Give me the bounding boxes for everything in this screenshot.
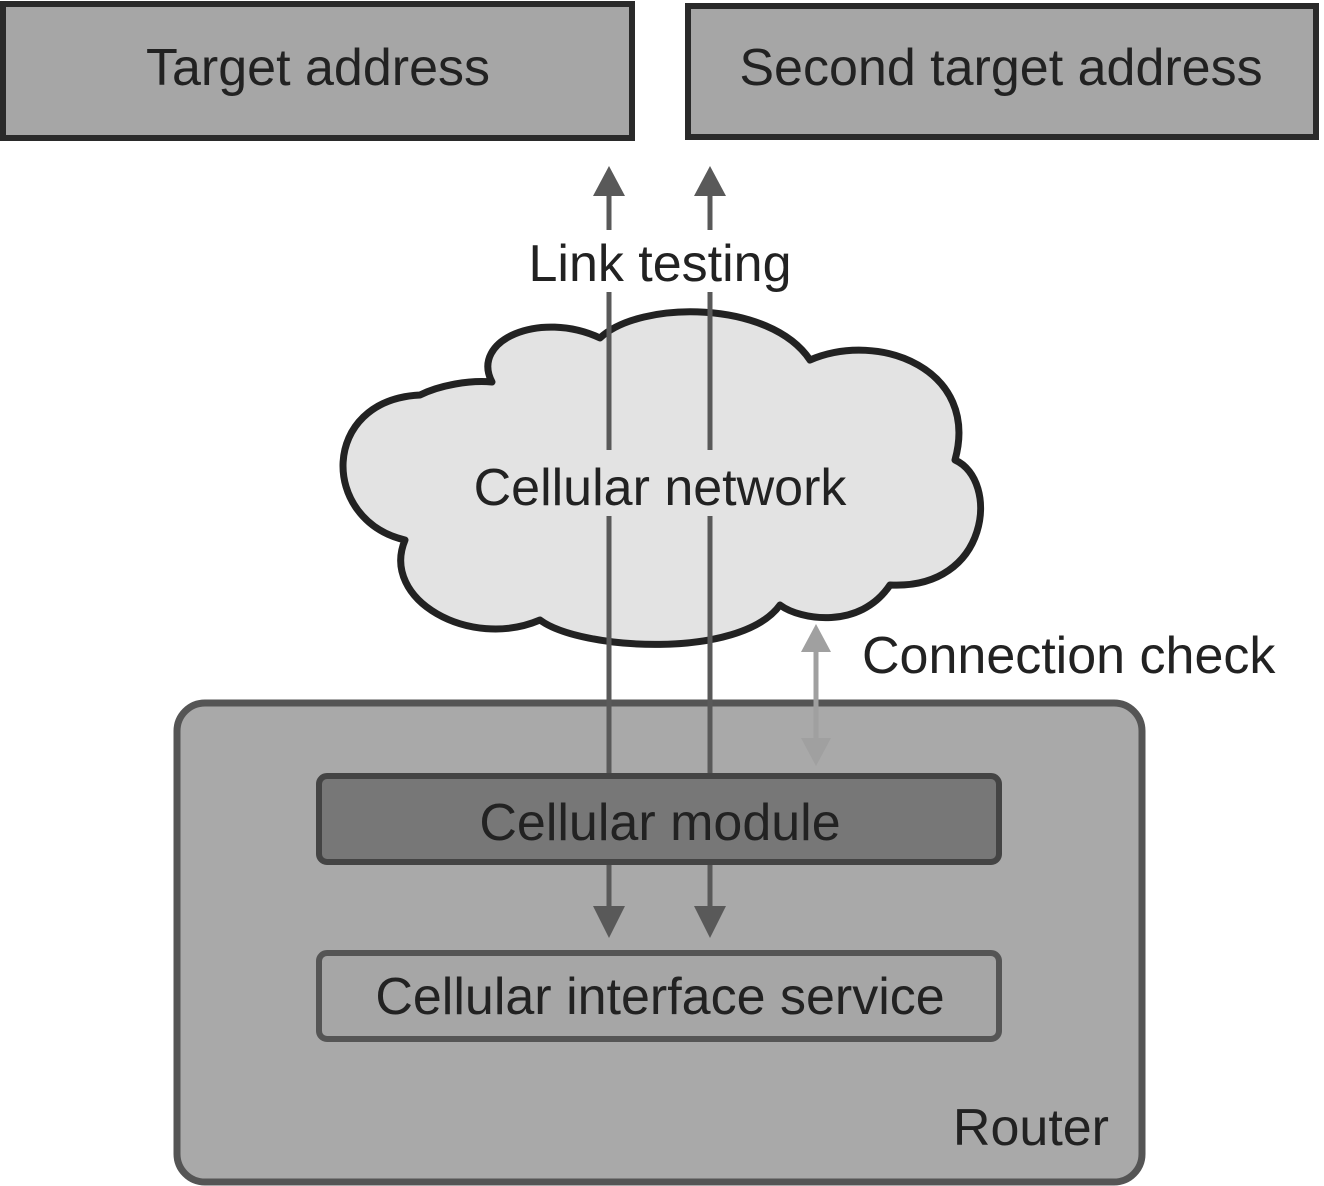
cellular-interface-service-node: Cellular interface service xyxy=(316,950,1002,1042)
arrowhead-up-right xyxy=(694,166,726,196)
arrowhead-down-right xyxy=(694,906,726,938)
second-target-address-label: Second target address xyxy=(739,39,1262,97)
cellular-interface-service-label: Cellular interface service xyxy=(375,968,944,1026)
cellular-network-label-bg xyxy=(450,450,870,516)
connection-check-label: Connection check xyxy=(862,627,1276,685)
link-testing-label-bg xyxy=(512,230,808,292)
link-testing-label-group: Link testing xyxy=(512,230,808,293)
cellular-module-node: Cellular module xyxy=(316,773,1002,865)
cellular-module-box xyxy=(316,773,1002,865)
cellular-interface-service-box xyxy=(316,950,1002,1042)
link-testing-label: Link testing xyxy=(528,235,791,293)
connection-check-arrowhead-down xyxy=(801,738,831,766)
target-address-node: Target address xyxy=(0,1,635,141)
connection-check-arrow xyxy=(801,624,831,766)
second-target-address-node: Second target address xyxy=(685,3,1319,140)
cellular-network-label: Cellular network xyxy=(474,459,848,517)
arrowhead-down-left xyxy=(593,906,625,938)
target-address-box xyxy=(0,1,635,141)
target-address-label: Target address xyxy=(146,39,490,97)
cellular-module-label: Cellular module xyxy=(479,794,840,852)
second-target-address-box xyxy=(685,3,1319,140)
cellular-network-label-group: Cellular network xyxy=(450,450,870,517)
arrowhead-up-left xyxy=(593,166,625,196)
router-label: Router xyxy=(953,1099,1109,1157)
connection-check-arrowhead-up xyxy=(801,624,831,652)
